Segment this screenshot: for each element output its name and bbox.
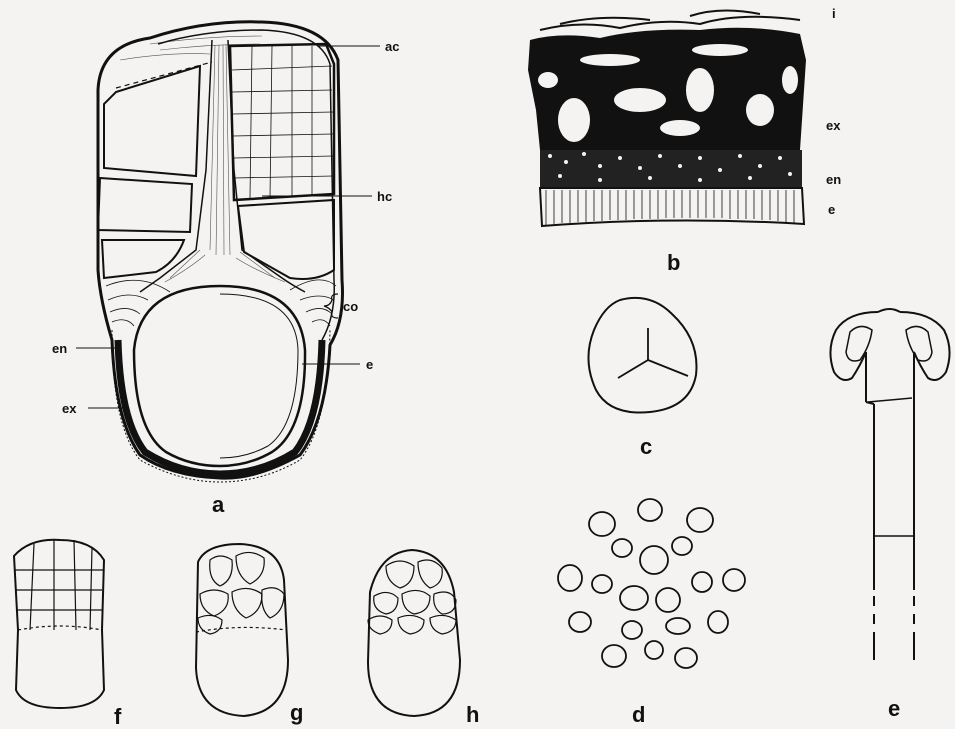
panel-letter-c: c bbox=[640, 434, 652, 459]
panel-c-drawing: c bbox=[588, 298, 696, 459]
panel-letter-e: e bbox=[888, 696, 900, 721]
panel-h-drawing: h bbox=[368, 550, 479, 727]
panel-b-drawing: i ex en e b bbox=[528, 6, 841, 275]
label-b-e: e bbox=[828, 202, 835, 217]
panel-a-drawing: ac hc co en e ex a bbox=[52, 22, 399, 517]
panel-letter-f: f bbox=[114, 704, 122, 729]
panel-letter-a: a bbox=[212, 492, 225, 517]
panel-e-drawing: e bbox=[830, 309, 949, 721]
panel-g-drawing: g bbox=[196, 544, 303, 725]
label-a-co: co bbox=[343, 299, 358, 314]
label-b-ex: ex bbox=[826, 118, 841, 133]
panel-d-drawing: d bbox=[558, 499, 745, 727]
label-a-en: en bbox=[52, 341, 67, 356]
panel-f-drawing: f bbox=[14, 540, 122, 729]
panel-letter-g: g bbox=[290, 700, 303, 725]
label-a-ex: ex bbox=[62, 401, 77, 416]
label-b-en: en bbox=[826, 172, 841, 187]
label-a-hc: hc bbox=[377, 189, 392, 204]
label-a-ac: ac bbox=[385, 39, 399, 54]
panel-letter-h: h bbox=[466, 702, 479, 727]
label-a-e: e bbox=[366, 357, 373, 372]
label-b-i: i bbox=[832, 6, 836, 21]
panel-letter-d: d bbox=[632, 702, 645, 727]
panel-letter-b: b bbox=[667, 250, 680, 275]
